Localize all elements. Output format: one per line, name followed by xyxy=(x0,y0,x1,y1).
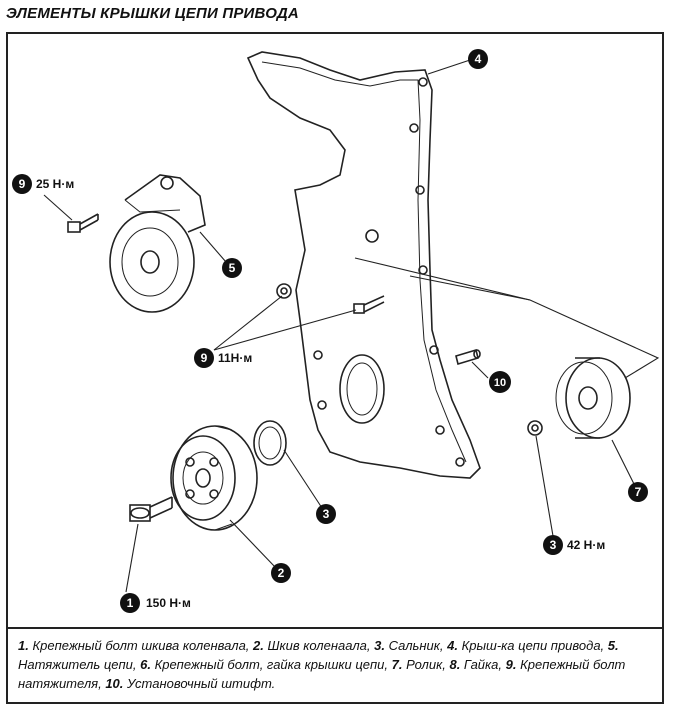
crank-bolt xyxy=(129,496,173,522)
svg-text:7: 7 xyxy=(635,485,642,499)
legend-item-6: 6. Крепежный болт, гайка крышки цепи, xyxy=(140,657,392,672)
cover-nut-left xyxy=(276,283,292,299)
legend-item-8: 8. Гайка, xyxy=(449,657,506,672)
crank-pulley xyxy=(170,425,258,531)
svg-text:9: 9 xyxy=(19,177,26,191)
legend-item-5: 5. Натяжитель цепи, xyxy=(18,638,619,672)
callout-4: 4 xyxy=(468,49,488,69)
legend-item-10: 10. Установочный штифт. xyxy=(105,676,276,691)
legend-item-9: 9. Крепежный болт натяжителя, xyxy=(18,657,626,691)
legend-item-7: 7. Ролик, xyxy=(391,657,450,672)
diagram-frame xyxy=(6,32,664,704)
idler-roller xyxy=(555,357,631,439)
cover-bolt-mid xyxy=(353,295,385,314)
callout-3-seal: 3 xyxy=(316,504,336,524)
svg-text:10: 10 xyxy=(494,377,506,389)
chain-cover xyxy=(246,51,481,479)
legend-item-1: 1. Крепежный болт шкива коленвала, xyxy=(18,638,254,653)
svg-text:11Н·м: 11Н·м xyxy=(218,351,252,365)
chain-tensioner xyxy=(109,174,206,313)
svg-text:1: 1 xyxy=(127,596,134,610)
svg-text:3: 3 xyxy=(550,538,557,552)
svg-text:4: 4 xyxy=(475,52,482,66)
callout-5: 5 xyxy=(222,258,242,278)
legend-item-3: 3. Сальник, xyxy=(374,638,448,653)
svg-text:3: 3 xyxy=(323,507,330,521)
legend-item-4: 4. Крыш-ка цепи привода, xyxy=(447,638,608,653)
callout-9-upper: 9 25 Н·м xyxy=(12,174,74,194)
legend-caption: 1. Крепежный болт шкива коленвала, 2. Шк… xyxy=(18,636,658,693)
svg-text:5: 5 xyxy=(229,261,236,275)
svg-text:42 Н·м: 42 Н·м xyxy=(567,538,605,552)
dowel-pin xyxy=(455,348,481,366)
roller-nut xyxy=(527,420,543,436)
caption-divider xyxy=(6,627,664,629)
tensioner-bolt xyxy=(67,213,99,233)
svg-text:150 Н·м: 150 Н·м xyxy=(146,596,191,610)
page-title: ЭЛЕМЕНТЫ КРЫШКИ ЦЕПИ ПРИВОДА xyxy=(6,5,299,22)
callout-1: 1 150 Н·м xyxy=(120,593,191,613)
callout-3-nut: 3 42 Н·м xyxy=(543,535,605,555)
callout-9-lower: 9 11Н·м xyxy=(194,348,252,368)
callout-7: 7 xyxy=(628,482,648,502)
crank-seal xyxy=(253,420,287,466)
callout-10: 10 xyxy=(489,371,511,393)
svg-text:9: 9 xyxy=(201,351,208,365)
callout-2: 2 xyxy=(271,563,291,583)
svg-text:25 Н·м: 25 Н·м xyxy=(36,177,74,191)
svg-text:2: 2 xyxy=(278,566,285,580)
legend-item-2: 2. Шкив коленаала, xyxy=(253,638,375,653)
